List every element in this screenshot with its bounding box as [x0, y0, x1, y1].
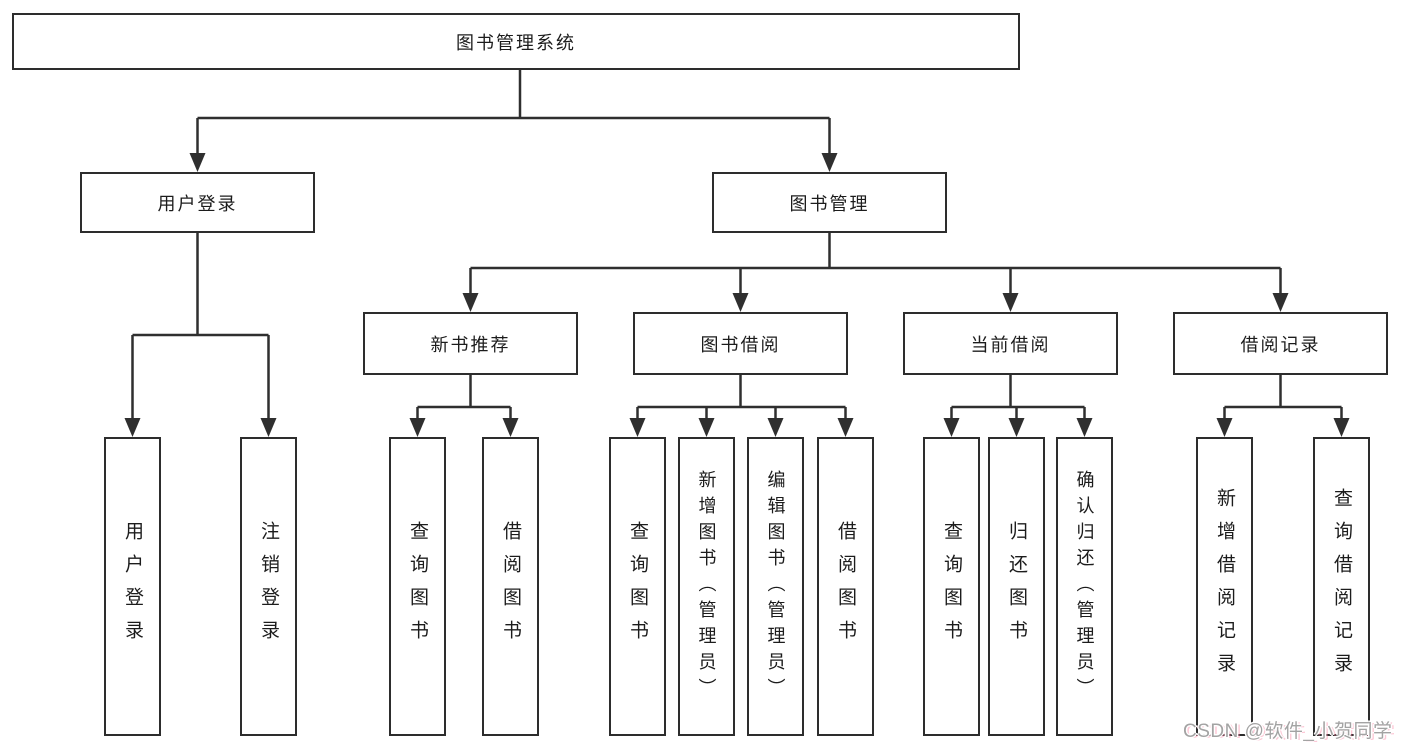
leaf-query-borrow-record: 查询借阅记录 [1313, 437, 1370, 736]
node-label: 编辑图书（管理员） [765, 469, 786, 704]
node-label: 图书借阅 [700, 334, 781, 355]
node-label: 借阅记录 [1240, 334, 1321, 355]
leaf-edit-books-admin: 编辑图书（管理员） [747, 437, 804, 736]
node-label: 确认归还（管理员） [1074, 469, 1095, 704]
node-label: 图书管理 [789, 193, 870, 214]
connector-new-book-recommendation-children [409, 375, 519, 437]
connector-book-borrowing-children [629, 375, 854, 437]
node-label: 归还图书 [1006, 520, 1027, 653]
node-label: 查询图书 [941, 520, 962, 653]
node-label: 借阅图书 [500, 520, 521, 653]
leaf-add-borrow-record: 新增借阅记录 [1196, 437, 1253, 736]
node-label: 查询图书 [407, 520, 428, 653]
node-library-management-system: 图书管理系统 [12, 13, 1020, 70]
node-label: 查询借阅记录 [1331, 487, 1352, 686]
leaf-add-books-admin: 新增图书（管理员） [678, 437, 735, 736]
leaf-query-books-recommend: 查询图书 [389, 437, 446, 736]
node-label: 图书管理系统 [456, 32, 576, 53]
node-label: 借阅图书 [835, 520, 856, 653]
node-label: 当前借阅 [970, 334, 1051, 355]
connector-root-to-level2 [189, 70, 838, 172]
leaf-return-books: 归还图书 [988, 437, 1045, 736]
node-label: 新增图书（管理员） [696, 469, 717, 704]
leaf-query-books-current: 查询图书 [923, 437, 980, 736]
leaf-confirm-return-admin: 确认归还（管理员） [1056, 437, 1113, 736]
watermark: CSDN @软件_小贺同学 [1183, 721, 1393, 742]
node-label: 注销登录 [258, 520, 279, 653]
node-label: 用户登录 [157, 193, 238, 214]
leaf-query-books-borrowing: 查询图书 [609, 437, 666, 736]
node-label: 新增借阅记录 [1214, 487, 1235, 686]
node-label: 新书推荐 [430, 334, 511, 355]
node-label: 用户登录 [122, 520, 143, 653]
connector-current-borrowing-children [943, 375, 1093, 437]
node-label: 查询图书 [627, 520, 648, 653]
leaf-borrow-books-borrowing: 借阅图书 [817, 437, 874, 736]
connector-borrowing-records-children [1216, 375, 1350, 437]
connector-book-management-children [462, 233, 1289, 312]
node-borrowing-records: 借阅记录 [1173, 312, 1388, 375]
node-book-borrowing: 图书借阅 [633, 312, 848, 375]
leaf-logout: 注销登录 [240, 437, 297, 736]
node-user-login: 用户登录 [80, 172, 315, 233]
node-new-book-recommendation: 新书推荐 [363, 312, 578, 375]
connector-user-login-children [124, 233, 277, 437]
node-book-management: 图书管理 [712, 172, 947, 233]
leaf-borrow-books-recommend: 借阅图书 [482, 437, 539, 736]
node-current-borrowing: 当前借阅 [903, 312, 1118, 375]
leaf-user-login: 用户登录 [104, 437, 161, 736]
